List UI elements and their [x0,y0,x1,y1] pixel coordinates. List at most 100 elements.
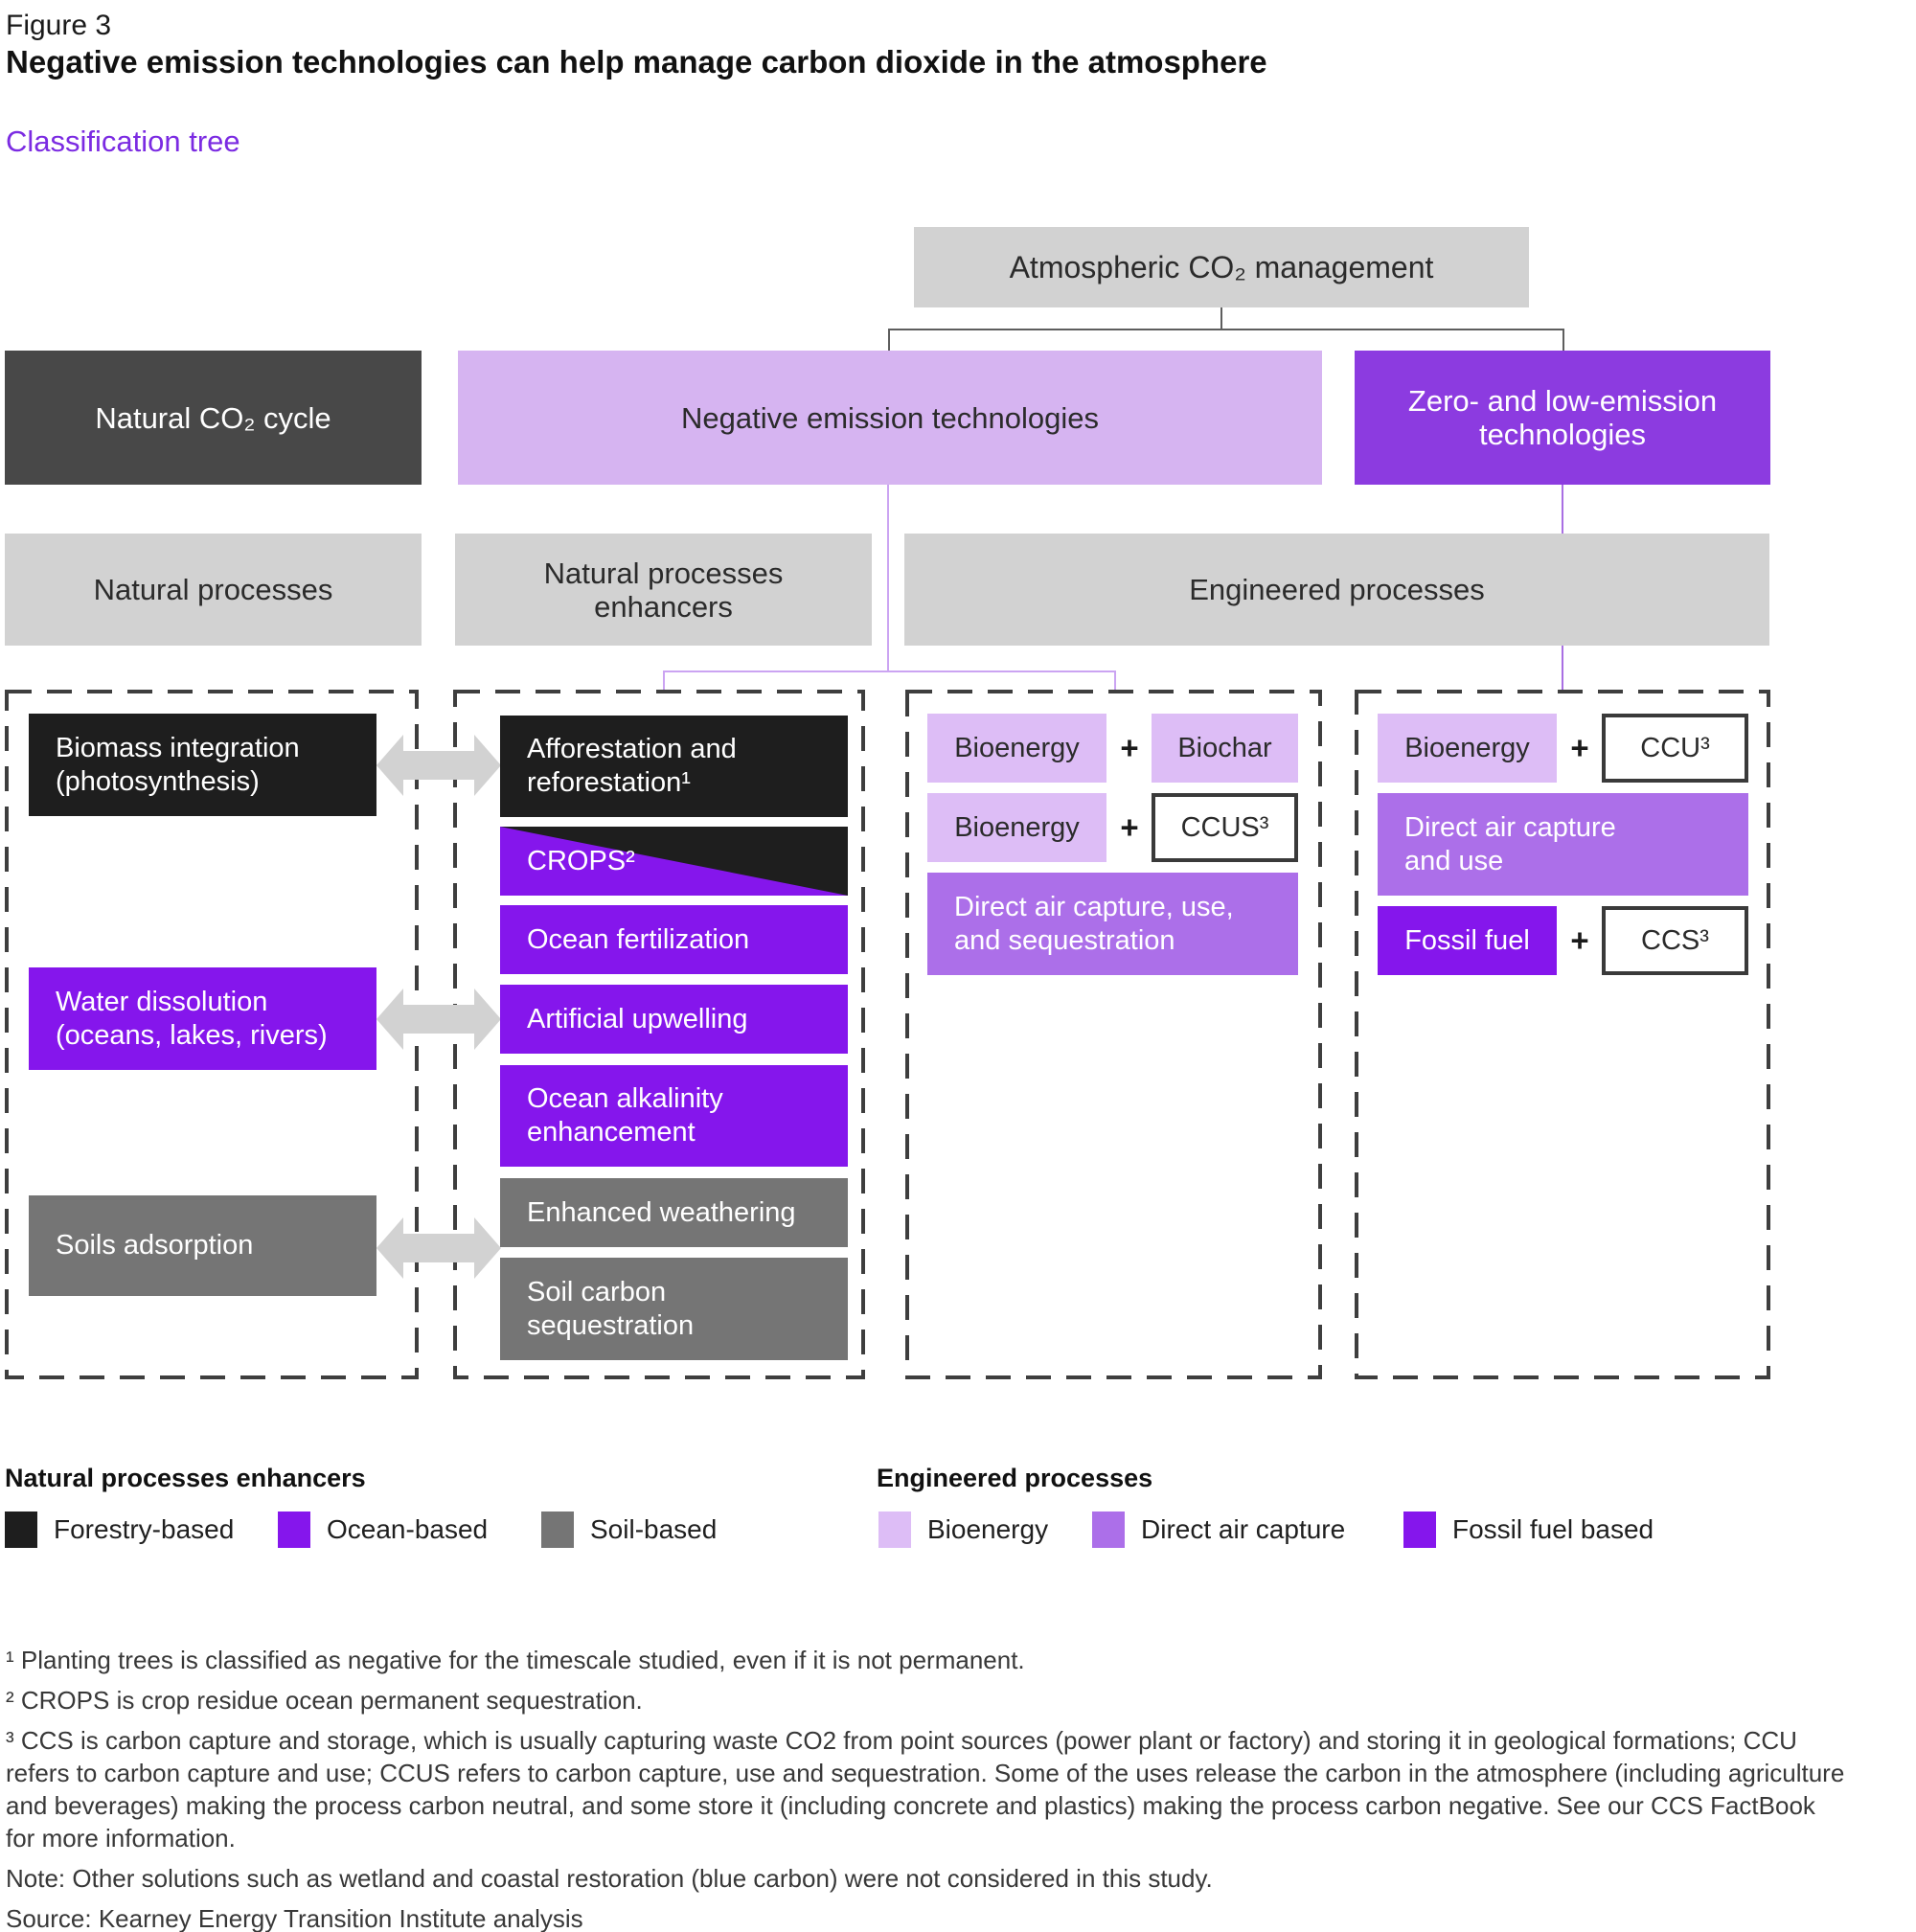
item-label: Direct air capture and use [1404,811,1616,876]
root-box-label: Atmospheric CO₂ management [1009,249,1434,284]
chip-label: Bioenergy [1404,732,1530,763]
connector-net-drop-enhancers [663,671,665,693]
figure-subtitle: Classification tree [6,125,240,158]
connector-root-crossbar [888,329,1564,330]
figure-title: Negative emission technologies can help … [6,44,1267,80]
process-label: Engineered processes [1189,573,1485,606]
item-label: CROPS² [527,845,635,876]
item-water-dissolution: Water dissolution (oceans, lakes, rivers… [29,967,376,1070]
double-arrow-icon [376,735,501,796]
arrow-shaft [399,1005,478,1034]
item-label: Afforestation and reforestation¹ [527,734,737,798]
item-label: Enhanced weathering [527,1196,796,1228]
chip-label: CCUS³ [1180,811,1269,843]
item-ocean-fertilization: Ocean fertilization [500,905,848,974]
process-natural-processes-enhancers: Natural processes enhancers [455,534,872,646]
item-label: Water dissolution (oceans, lakes, rivers… [56,986,328,1051]
arrow-left-head-icon [376,1217,403,1279]
connector-net-stem [887,485,889,671]
item-label: Soil carbon sequestration [527,1276,695,1341]
process-engineered-processes: Engineered processes [904,534,1769,646]
arrow-shaft [399,1234,478,1262]
item-label: Artificial upwelling [527,1003,748,1034]
branch-zero-low-emission-technologies: Zero- and low-emission technologies [1355,351,1770,485]
figure-number: Figure 3 [6,10,112,41]
legend-swatch-forestry [5,1512,37,1548]
dashed-group-enhancers [453,690,865,1379]
arrow-shaft [399,751,478,780]
chip-biochar: Biochar [1152,714,1298,783]
chip-label: CCS³ [1641,924,1709,956]
item-label: Soils adsorption [56,1230,254,1261]
chip-label: Biochar [1177,732,1272,763]
legend-label-soil: Soil-based [590,1514,718,1544]
chip-bioenergy: Bioenergy [927,793,1106,862]
chip-ccs: CCS³ [1602,906,1748,975]
source-line: Source: Kearney Energy Transition Instit… [6,1904,583,1932]
connector-drop-net [888,329,890,351]
footnote-1: ¹ Planting trees is classified as negati… [6,1646,1025,1674]
legend-swatch-fossil-fuel [1403,1512,1436,1548]
plus-sign: + [1570,922,1589,958]
chip-label: Fossil fuel [1404,924,1530,956]
item-enhanced-weathering: Enhanced weathering [500,1178,848,1247]
item-direct-air-capture-and-use: Direct air capture and use [1378,793,1748,896]
chip-ccu: CCU³ [1602,714,1748,783]
item-artificial-upwelling: Artificial upwelling [500,985,848,1054]
chip-label: CCU³ [1640,732,1710,763]
connector-net-crossbar [663,671,1116,672]
root-box-atmospheric-co2-management: Atmospheric CO₂ management [914,227,1529,307]
chip-label: Bioenergy [954,732,1080,763]
branch-label: Natural CO₂ cycle [95,400,331,435]
plus-sign: + [1120,730,1139,765]
chip-bioenergy: Bioenergy [927,714,1106,783]
branch-label: Zero- and low-emission technologies [1407,384,1718,451]
item-biomass-integration: Biomass integration (photosynthesis) [29,714,376,816]
double-arrow-icon [376,1217,501,1279]
arrow-right-head-icon [474,989,501,1050]
legend-swatch-bioenergy [878,1512,911,1548]
legend-swatch-direct-air-capture [1092,1512,1125,1548]
footnotes-block: ¹ Planting trees is classified as negati… [6,1644,1845,1932]
footnote-3: ³ CCS is carbon capture and storage, whi… [6,1726,1845,1852]
item-crops: CROPS² [500,827,848,896]
item-ocean-alkalinity-enhancement: Ocean alkalinity enhancement [500,1065,848,1167]
arrow-left-head-icon [376,735,403,796]
dashed-group-engineered-2 [1355,690,1770,1379]
double-arrow-icon [376,989,501,1050]
connector-net-drop-engineered [1114,671,1116,693]
process-label: Natural processes enhancers [543,556,784,624]
legend-title-engineered: Engineered processes [877,1464,1153,1492]
connector-root-stem [1220,307,1222,329]
chip-label: Bioenergy [954,811,1080,843]
plus-sign: + [1120,809,1139,845]
chip-fossil-fuel: Fossil fuel [1378,906,1557,975]
chip-bioenergy: Bioenergy [1378,714,1557,783]
connector-drop-zero [1562,329,1564,351]
process-natural-processes: Natural processes [5,534,422,646]
branch-label: Negative emission technologies [681,400,1099,435]
legend-label-bioenergy: Bioenergy [927,1514,1049,1544]
dashed-group-natural [5,690,419,1379]
legend-label-forestry: Forestry-based [54,1514,235,1544]
legend-title-natural-enhancers: Natural processes enhancers [5,1464,366,1492]
arrow-right-head-icon [474,1217,501,1279]
item-label: Ocean alkalinity enhancement [527,1083,723,1148]
item-label: Direct air capture, use, and sequestrati… [954,891,1234,956]
note-line: Note: Other solutions such as wetland an… [6,1864,1213,1893]
branch-natural-co2-cycle: Natural CO₂ cycle [5,351,422,485]
chip-ccus: CCUS³ [1152,793,1298,862]
legend-label-direct-air-capture: Direct air capture [1141,1514,1346,1544]
item-afforestation-reforestation: Afforestation and reforestation¹ [500,716,848,817]
footnote-2: ² CROPS is crop residue ocean permanent … [6,1686,643,1715]
legend-swatch-ocean [278,1512,310,1548]
legend-label-ocean: Ocean-based [327,1514,489,1544]
item-soil-carbon-sequestration: Soil carbon sequestration [500,1258,848,1360]
arrow-right-head-icon [474,735,501,796]
dashed-group-engineered-1 [905,690,1322,1379]
item-label: Ocean fertilization [527,923,750,955]
legend-swatch-soil [541,1512,574,1548]
item-label: Biomass integration (photosynthesis) [56,732,300,797]
legend-label-fossil-fuel: Fossil fuel based [1452,1514,1654,1544]
item-soils-adsorption: Soils adsorption [29,1195,376,1296]
